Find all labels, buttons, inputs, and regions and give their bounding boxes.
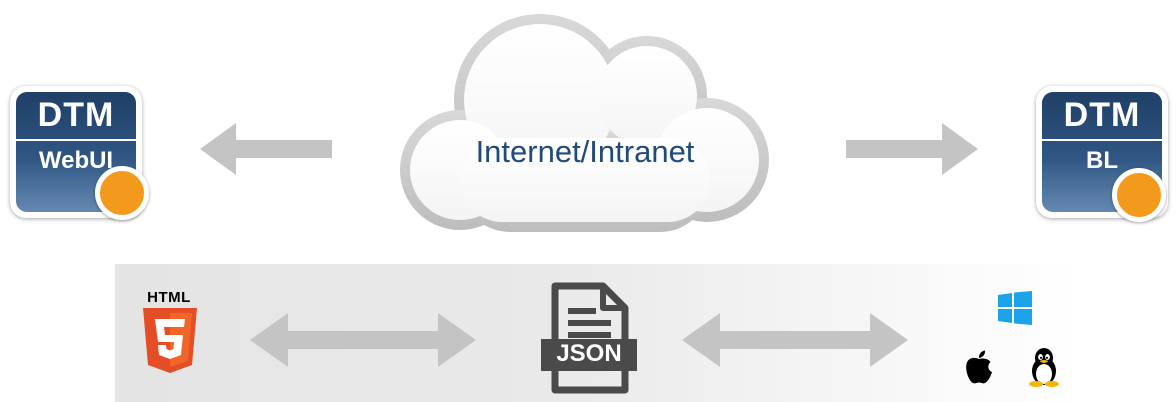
dtm-webui-divider <box>16 139 136 141</box>
html5-icon <box>143 308 197 373</box>
arrow-left-icon <box>200 123 332 175</box>
dtm-bl-title: DTM <box>1063 96 1141 134</box>
dtm-webui-tile-face: DTM WebUI <box>16 92 136 212</box>
arrow-right-icon <box>846 123 978 175</box>
json-label: JSON <box>556 340 622 367</box>
json-file-icon <box>541 282 637 394</box>
cloud-icon <box>400 14 769 232</box>
dtm-webui-title: DTM <box>37 96 115 134</box>
double-arrow-left-icon <box>250 313 476 367</box>
html5-label: HTML <box>147 289 191 306</box>
dtm-bl-divider <box>1042 139 1162 141</box>
dtm-webui-status-dot <box>95 166 149 220</box>
windows-icon <box>998 291 1032 325</box>
apple-icon <box>966 350 992 384</box>
double-arrow-right-icon <box>682 313 908 367</box>
dtm-bl-status-dot <box>1112 168 1166 222</box>
linux-icon <box>1029 348 1059 387</box>
cloud-label: Internet/Intranet <box>475 134 695 169</box>
dtm-webui-tile: DTM WebUI <box>10 86 142 218</box>
